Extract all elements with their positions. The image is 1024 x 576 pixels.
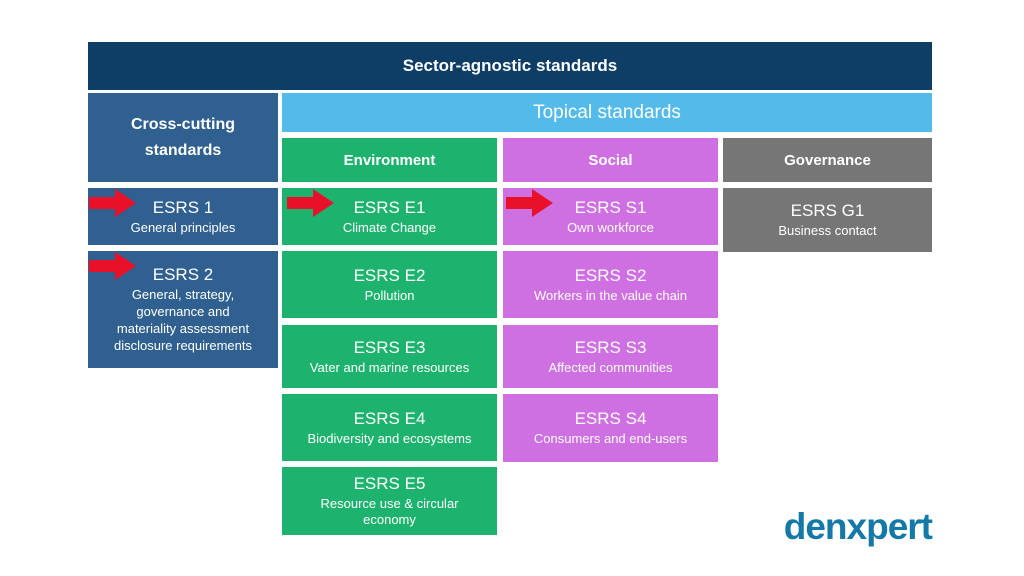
topical-standards-title: Topical standards (533, 101, 681, 123)
card-code: ESRS E1 (353, 197, 426, 217)
governance-column-header: Governance (723, 138, 932, 182)
card-code: ESRS G1 (790, 201, 865, 221)
denxpert-logo: denxpert (783, 506, 933, 547)
red-arrow-icon (287, 189, 334, 217)
card-label: Own workforce (567, 219, 654, 235)
card-label: Affected communities (548, 359, 673, 375)
card-code: ESRS S1 (574, 197, 647, 217)
card-code: ESRS S3 (574, 337, 647, 357)
card-code: ESRS 2 (152, 265, 214, 285)
card-esrs-s4: ESRS S4 Consumers and end-users (503, 394, 718, 462)
card-label: Pollution (364, 287, 415, 303)
card-code: ESRS E5 (353, 473, 426, 493)
card-label: Biodiversity and ecosystems (307, 430, 472, 446)
card-label: Workers in the value chain (534, 287, 687, 303)
card-esrs-s2: ESRS S2 Workers in the value chain (503, 251, 718, 318)
card-label: Business contact (778, 223, 877, 239)
cross-cutting-title: Cross-cutting standards (131, 115, 235, 159)
card-esrs-g1: ESRS G1 Business contact (723, 188, 932, 252)
social-title: Social (588, 151, 633, 169)
card-code: ESRS S2 (574, 265, 647, 285)
red-arrow-icon (89, 252, 136, 280)
card-label: General principles (130, 219, 236, 235)
card-esrs-e2: ESRS E2 Pollution (282, 251, 497, 318)
social-column-header: Social (503, 138, 718, 182)
card-code: ESRS E2 (353, 265, 426, 285)
sector-agnostic-title: Sector-agnostic standards (402, 56, 618, 75)
environment-title: Environment (343, 151, 436, 169)
card-code: ESRS E4 (353, 408, 426, 428)
card-code: ESRS S4 (574, 409, 647, 429)
card-esrs-e4: ESRS E4 Biodiversity and ecosystems (282, 394, 497, 461)
card-esrs-e3: ESRS E3 Vater and marine resources (282, 325, 497, 388)
card-code: ESRS 1 (152, 197, 214, 217)
card-label: Vater and marine resources (309, 359, 470, 375)
red-arrow-icon (89, 189, 136, 217)
environment-column-header: Environment (282, 138, 497, 182)
card-esrs-1: ESRS 1 General principles (88, 188, 278, 245)
card-label: Resource use & circular economy (320, 495, 459, 528)
card-label: Climate Change (342, 219, 437, 235)
card-label: General, strategy, governance and materi… (113, 287, 252, 353)
sector-agnostic-header: Sector-agnostic standards (88, 42, 932, 90)
cross-cutting-header: Cross-cutting standards (88, 93, 278, 182)
card-esrs-s3: ESRS S3 Affected communities (503, 325, 718, 388)
governance-title: Governance (784, 151, 871, 169)
topical-standards-header: Topical standards (282, 93, 932, 132)
card-code: ESRS E3 (353, 337, 426, 357)
card-esrs-e5: ESRS E5 Resource use & circular economy (282, 467, 497, 535)
card-label: Consumers and end-users (533, 431, 688, 447)
red-arrow-icon (506, 189, 553, 217)
card-esrs-e1: ESRS E1 Climate Change (282, 188, 497, 245)
